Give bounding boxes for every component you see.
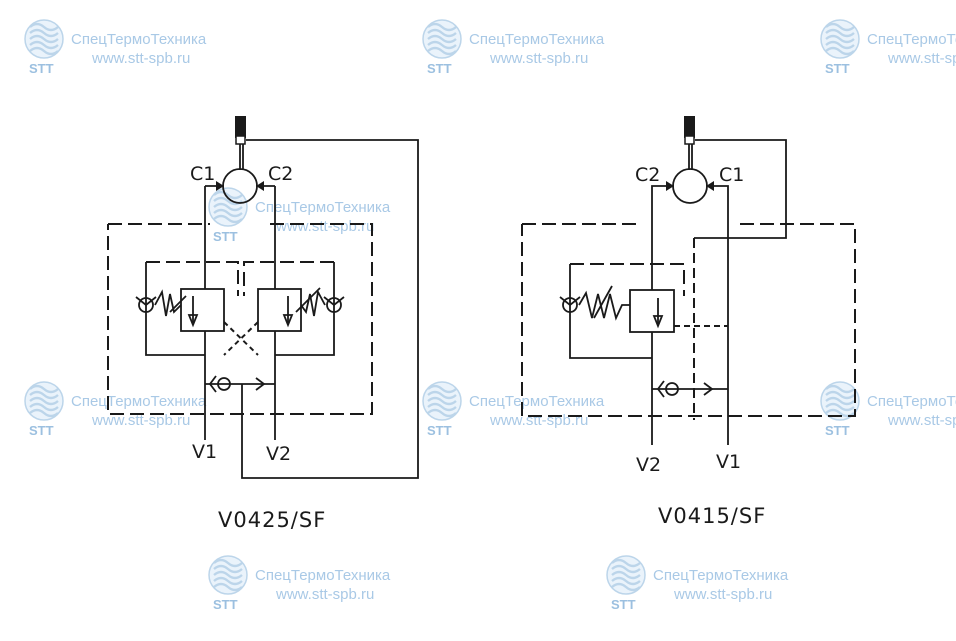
watermark-logo-text: STT — [213, 597, 238, 612]
right-label-c1: C1 — [719, 164, 744, 186]
right-cylinder-tip — [684, 135, 695, 145]
watermark-logo-text: STT — [29, 61, 54, 76]
watermark-logo-text: STT — [825, 61, 850, 76]
watermark-logo-text: STT — [611, 597, 636, 612]
left-cylinder-cap — [235, 116, 246, 138]
left-label-c2: C2 — [268, 163, 293, 185]
right-cylinder-cap — [684, 116, 695, 138]
watermark: STT СпецТермоТехника www.stt-spb.ru — [208, 187, 391, 244]
right-housing-outline — [521, 223, 856, 417]
watermark: STT СпецТермоТехника www.stt-spb.ru — [422, 381, 605, 438]
watermark-logo-text: STT — [29, 423, 54, 438]
watermark-url: www.stt-spb.ru — [673, 586, 772, 603]
watermark: STT СпецТермоТехника www.stt-spb.ru — [422, 19, 605, 76]
left-spring-a — [154, 289, 182, 317]
left-diagram: C1 C2 V1 V2 V0425/SF — [107, 116, 419, 532]
left-return-line — [241, 139, 419, 479]
watermark-url: www.stt-spb.ru — [887, 412, 956, 429]
right-pilot-line — [570, 263, 685, 296]
watermark-url: www.stt-spb.ru — [489, 412, 588, 429]
watermark-logo-text: STT — [427, 61, 452, 76]
left-model-label: V0425/SF — [218, 508, 326, 532]
right-label-v1: V1 — [716, 451, 741, 473]
left-shuttle-check — [217, 377, 231, 391]
left-check-valve-b — [326, 297, 342, 313]
left-spring-b — [300, 289, 326, 317]
watermark: STT СпецТермоТехника www.stt-spb.ru — [24, 381, 207, 438]
watermark-logo-text: STT — [825, 423, 850, 438]
watermark-company-name: СпецТермоТехника — [255, 567, 391, 584]
right-spring — [578, 290, 630, 321]
watermark: STT СпецТермоТехника www.stt-spb.ru — [820, 381, 956, 438]
watermark: STT СпецТермоТехника www.stt-spb.ru — [820, 19, 956, 76]
watermark-company-name: СпецТермоТехника — [71, 393, 207, 410]
right-line-v1 — [706, 185, 729, 445]
watermark-logo-text: STT — [213, 229, 238, 244]
right-motor-symbol — [672, 168, 708, 204]
right-valve — [629, 289, 675, 333]
watermark-url: www.stt-spb.ru — [91, 412, 190, 429]
watermark: STT СпецТермоТехника www.stt-spb.ru — [24, 19, 207, 76]
watermark-logo-text: STT — [427, 423, 452, 438]
left-label-v2: V2 — [266, 443, 291, 465]
watermark-company-name: СпецТермоТехника — [71, 31, 207, 48]
right-return-line — [694, 139, 787, 239]
right-model-label: V0415/SF — [658, 504, 766, 528]
watermark-url: www.stt-spb.ru — [887, 50, 956, 67]
right-diagram: C2 C1 V2 V1 V0415/SF — [521, 116, 856, 528]
left-label-v1: V1 — [192, 441, 217, 463]
right-label-c2: C2 — [635, 164, 660, 186]
left-valve-a — [180, 288, 225, 332]
watermark-url: www.stt-spb.ru — [91, 50, 190, 67]
left-cylinder-tip — [235, 135, 246, 145]
watermark-url: www.stt-spb.ru — [275, 586, 374, 603]
watermark-company-name: СпецТермоТехника — [255, 199, 391, 216]
right-check-valve — [562, 297, 578, 313]
watermark-company-name: СпецТермоТехника — [867, 393, 956, 410]
left-pilot-line-1 — [146, 261, 239, 296]
left-housing-outline — [107, 223, 373, 415]
watermark-url: www.stt-spb.ru — [489, 50, 588, 67]
watermark-url: www.stt-spb.ru — [275, 218, 374, 235]
left-label-c1: C1 — [190, 163, 215, 185]
watermark-company-name: СпецТермоТехника — [469, 31, 605, 48]
watermark-layer: STTСпецТермоТехникаwww.stt-spb.ruSTTСпец… — [24, 19, 956, 612]
watermark-company-name: СпецТермоТехника — [653, 567, 789, 584]
watermark: STT СпецТермоТехника www.stt-spb.ru — [208, 555, 391, 612]
watermark-company-name: СпецТермоТехника — [469, 393, 605, 410]
watermark-company-name: СпецТермоТехника — [867, 31, 956, 48]
left-check-valve-a — [138, 297, 154, 313]
right-shuttle-check — [665, 382, 679, 396]
left-pilot-line-2 — [243, 261, 334, 296]
left-valve-b — [257, 288, 302, 332]
watermark: STT СпецТермоТехника www.stt-spb.ru — [606, 555, 789, 612]
right-label-v2: V2 — [636, 454, 661, 476]
